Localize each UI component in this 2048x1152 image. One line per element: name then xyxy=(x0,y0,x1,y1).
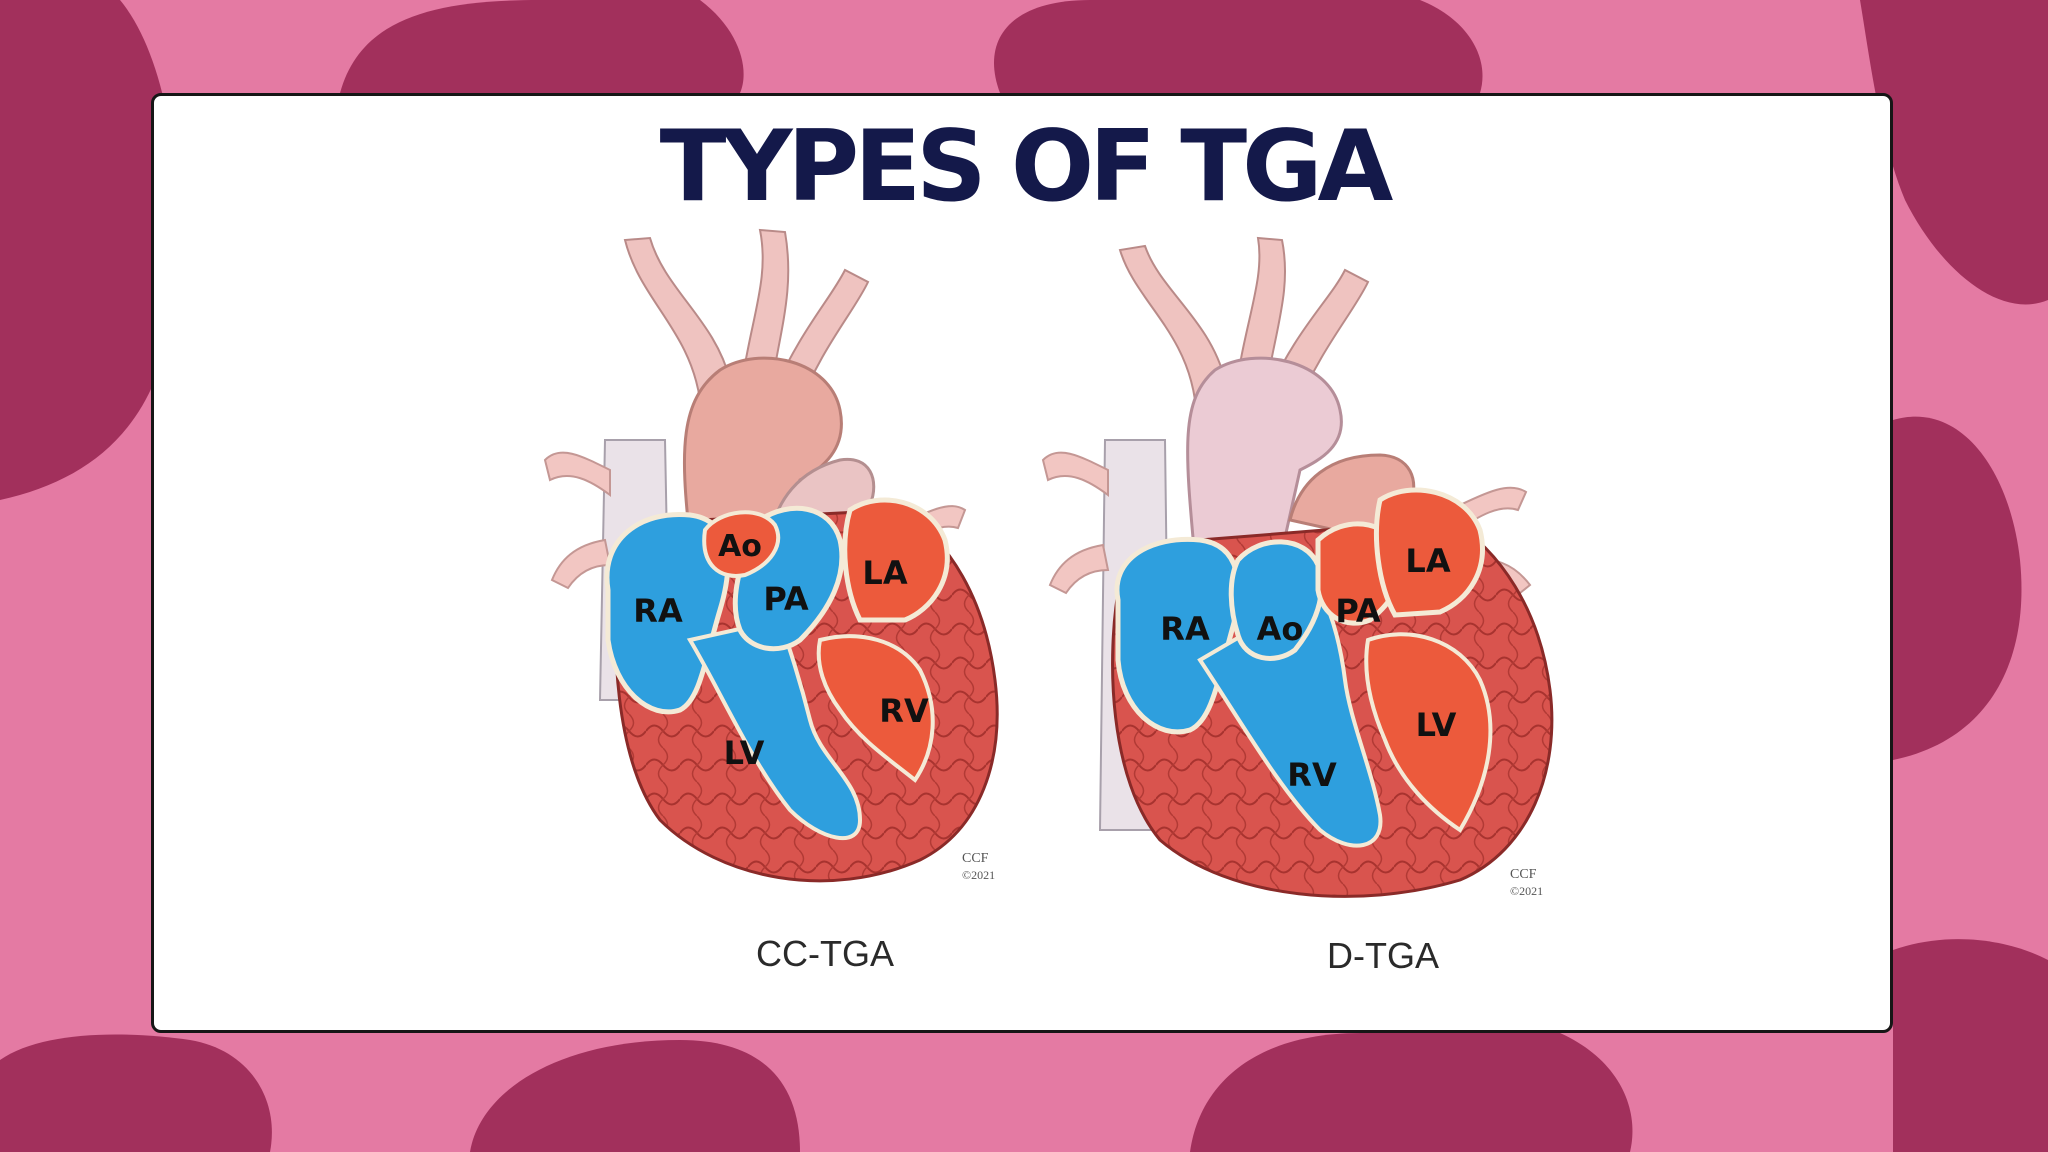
label-la: LA xyxy=(862,554,907,592)
slide-title: TYPES OF TGA xyxy=(659,110,1394,224)
label-ra: RA xyxy=(633,592,683,630)
label-lv: LV xyxy=(1416,706,1457,744)
copyright-line2: ©2021 xyxy=(1510,884,1543,898)
label-ao: Ao xyxy=(1257,610,1304,648)
label-pa: PA xyxy=(1335,592,1381,630)
caption-d-tga: D-TGA xyxy=(1327,935,1439,976)
label-lv: LV xyxy=(724,734,765,772)
copyright-line2: ©2021 xyxy=(962,868,995,882)
caption-cc-tga: CC-TGA xyxy=(756,933,894,974)
label-ra: RA xyxy=(1160,610,1210,648)
cc-tga-heart: Ao PA RA LA LV RV CCF ©2021 CC-TGA xyxy=(543,228,999,974)
label-la: LA xyxy=(1405,542,1450,580)
copyright-line1: CCF xyxy=(962,851,989,866)
content-card xyxy=(151,93,1893,1033)
label-pa: PA xyxy=(763,580,809,618)
d-tga-heart: RA Ao PA LA LV RV CCF ©2021 D-TGA xyxy=(1041,236,1554,976)
label-rv: RV xyxy=(879,692,929,730)
label-ao: Ao xyxy=(718,529,762,564)
label-rv: RV xyxy=(1287,756,1337,794)
copyright-line1: CCF xyxy=(1510,867,1537,882)
